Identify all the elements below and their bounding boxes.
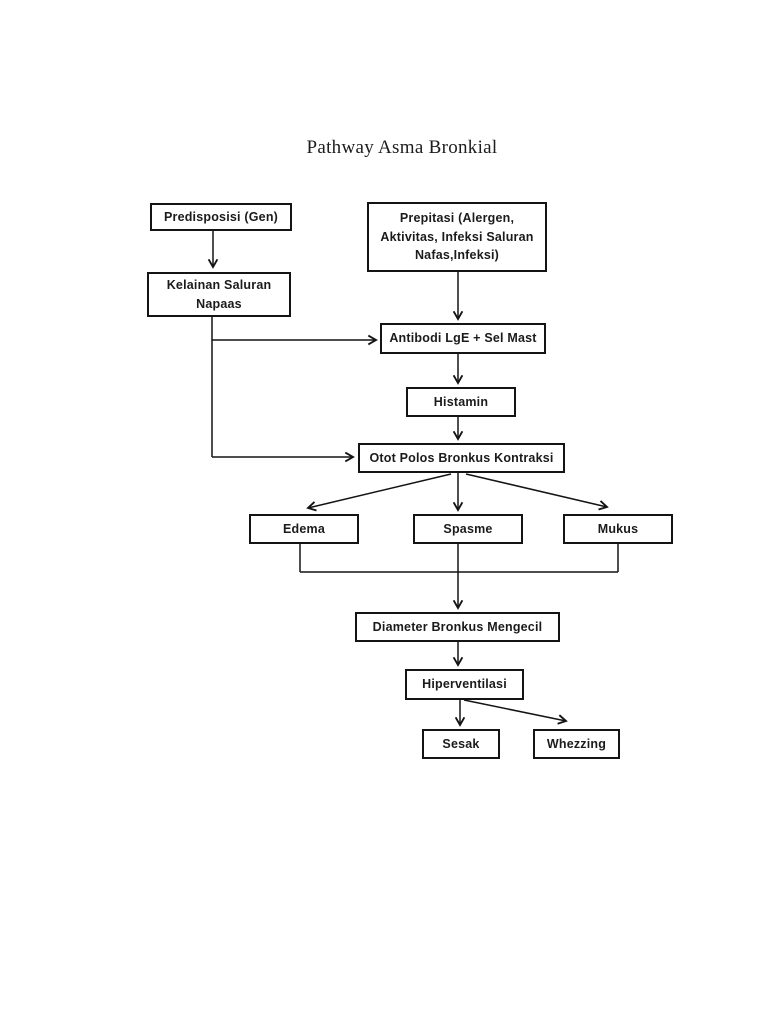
node-hiperventilasi: Hiperventilasi [405, 669, 524, 700]
node-edema: Edema [249, 514, 359, 544]
node-kelainan-saluran-napaas-label: Kelainan Saluran Napaas [166, 277, 272, 311]
node-predisposisi-label: Predisposisi (Gen) [163, 209, 279, 224]
node-edema-label: Edema [283, 521, 325, 536]
node-hiperventilasi-label: Hiperventilasi [422, 677, 507, 692]
node-diameter-bronkus-mengecil-label: Diameter Bronkus Mengecil [372, 619, 543, 634]
node-sesak: Sesak [422, 729, 500, 759]
node-antibodi-lge-sel-mast-label: Antibodi LgE + Sel Mast [389, 331, 537, 346]
node-antibodi-lge-sel-mast: Antibodi LgE + Sel Mast [380, 323, 546, 354]
node-prepitasi-label: Prepitasi (Alergen, Aktivitas, Infeksi S… [380, 210, 534, 263]
node-histamin: Histamin [406, 387, 516, 417]
edge-otot-polos-to-mukus [465, 473, 609, 511]
node-mukus: Mukus [563, 514, 673, 544]
node-otot-polos-bronkus-kontraksi: Otot Polos Bronkus Kontraksi [358, 443, 565, 473]
edge-hiperventilasi-to-whezzing [463, 699, 568, 725]
node-histamin-label: Histamin [433, 394, 489, 409]
node-prepitasi: Prepitasi (Alergen, Aktivitas, Infeksi S… [367, 202, 547, 272]
node-whezzing-label: Whezzing [546, 736, 607, 751]
node-diameter-bronkus-mengecil: Diameter Bronkus Mengecil [355, 612, 560, 642]
node-whezzing: Whezzing [533, 729, 620, 759]
node-predisposisi: Predisposisi (Gen) [150, 203, 292, 231]
node-kelainan-saluran-napaas: Kelainan Saluran Napaas [147, 272, 291, 317]
edge-otot-polos-to-edema [306, 473, 452, 512]
node-spasme: Spasme [413, 514, 523, 544]
node-mukus-label: Mukus [597, 521, 639, 536]
page-title: Pathway Asma Bronkial [306, 137, 498, 158]
node-otot-polos-bronkus-kontraksi-label: Otot Polos Bronkus Kontraksi [369, 450, 554, 465]
node-sesak-label: Sesak [442, 736, 480, 751]
node-spasme-label: Spasme [443, 521, 493, 536]
